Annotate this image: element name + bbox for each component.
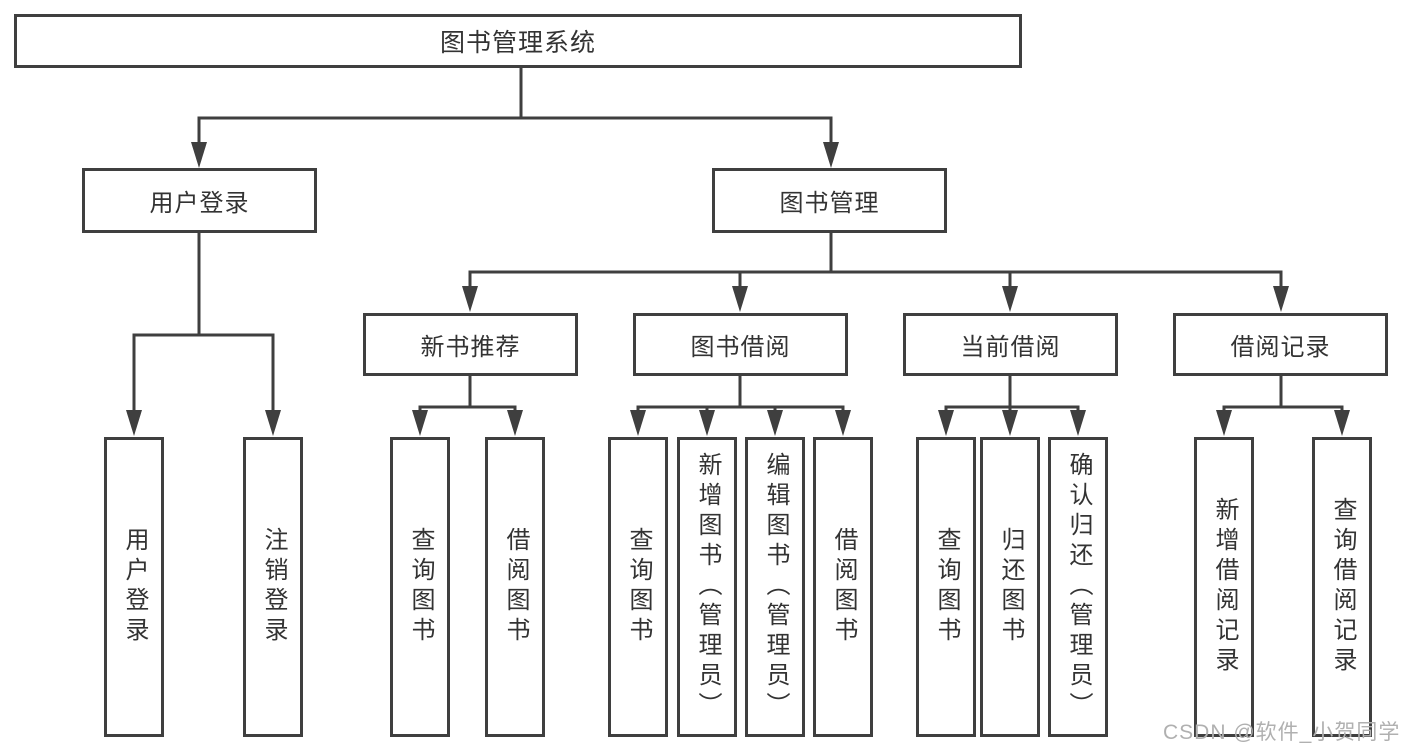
connector-new-book (412, 376, 523, 436)
connector-user-login (126, 233, 281, 436)
leaf-query-books-borrow: 查询图书 (608, 437, 668, 737)
connector-current-borrow (938, 376, 1086, 436)
node-book-borrowing: 图书借阅 (633, 313, 848, 376)
leaf-query-borrow-record: 查询借阅记录 (1312, 437, 1372, 737)
leaf-user-login: 用户登录 (104, 437, 164, 737)
node-user-login: 用户登录 (82, 168, 317, 233)
leaf-add-book-admin: 新增图书（管理员） (677, 437, 737, 737)
node-book-management: 图书管理 (712, 168, 947, 233)
node-root: 图书管理系统 (14, 14, 1022, 68)
node-current-borrowing: 当前借阅 (903, 313, 1118, 376)
leaf-query-books-recommend: 查询图书 (390, 437, 450, 737)
leaf-edit-book-admin: 编辑图书（管理员） (745, 437, 805, 737)
leaf-confirm-return-admin: 确认归还（管理员） (1048, 437, 1108, 737)
connector-book-borrow (630, 376, 851, 436)
node-new-book-recommendation: 新书推荐 (363, 313, 578, 376)
watermark: CSDN @软件_小贺同学 (1163, 721, 1401, 744)
leaf-query-books-current: 查询图书 (916, 437, 976, 737)
connector-borrow-records (1216, 376, 1350, 436)
leaf-borrow-books: 借阅图书 (813, 437, 873, 737)
leaf-add-borrow-record: 新增借阅记录 (1194, 437, 1254, 737)
leaf-logout: 注销登录 (243, 437, 303, 737)
leaf-borrow-books-recommend: 借阅图书 (485, 437, 545, 737)
leaf-return-books: 归还图书 (980, 437, 1040, 737)
node-borrowing-records: 借阅记录 (1173, 313, 1388, 376)
connector-book-management (462, 233, 1289, 312)
connector-root (191, 68, 839, 168)
